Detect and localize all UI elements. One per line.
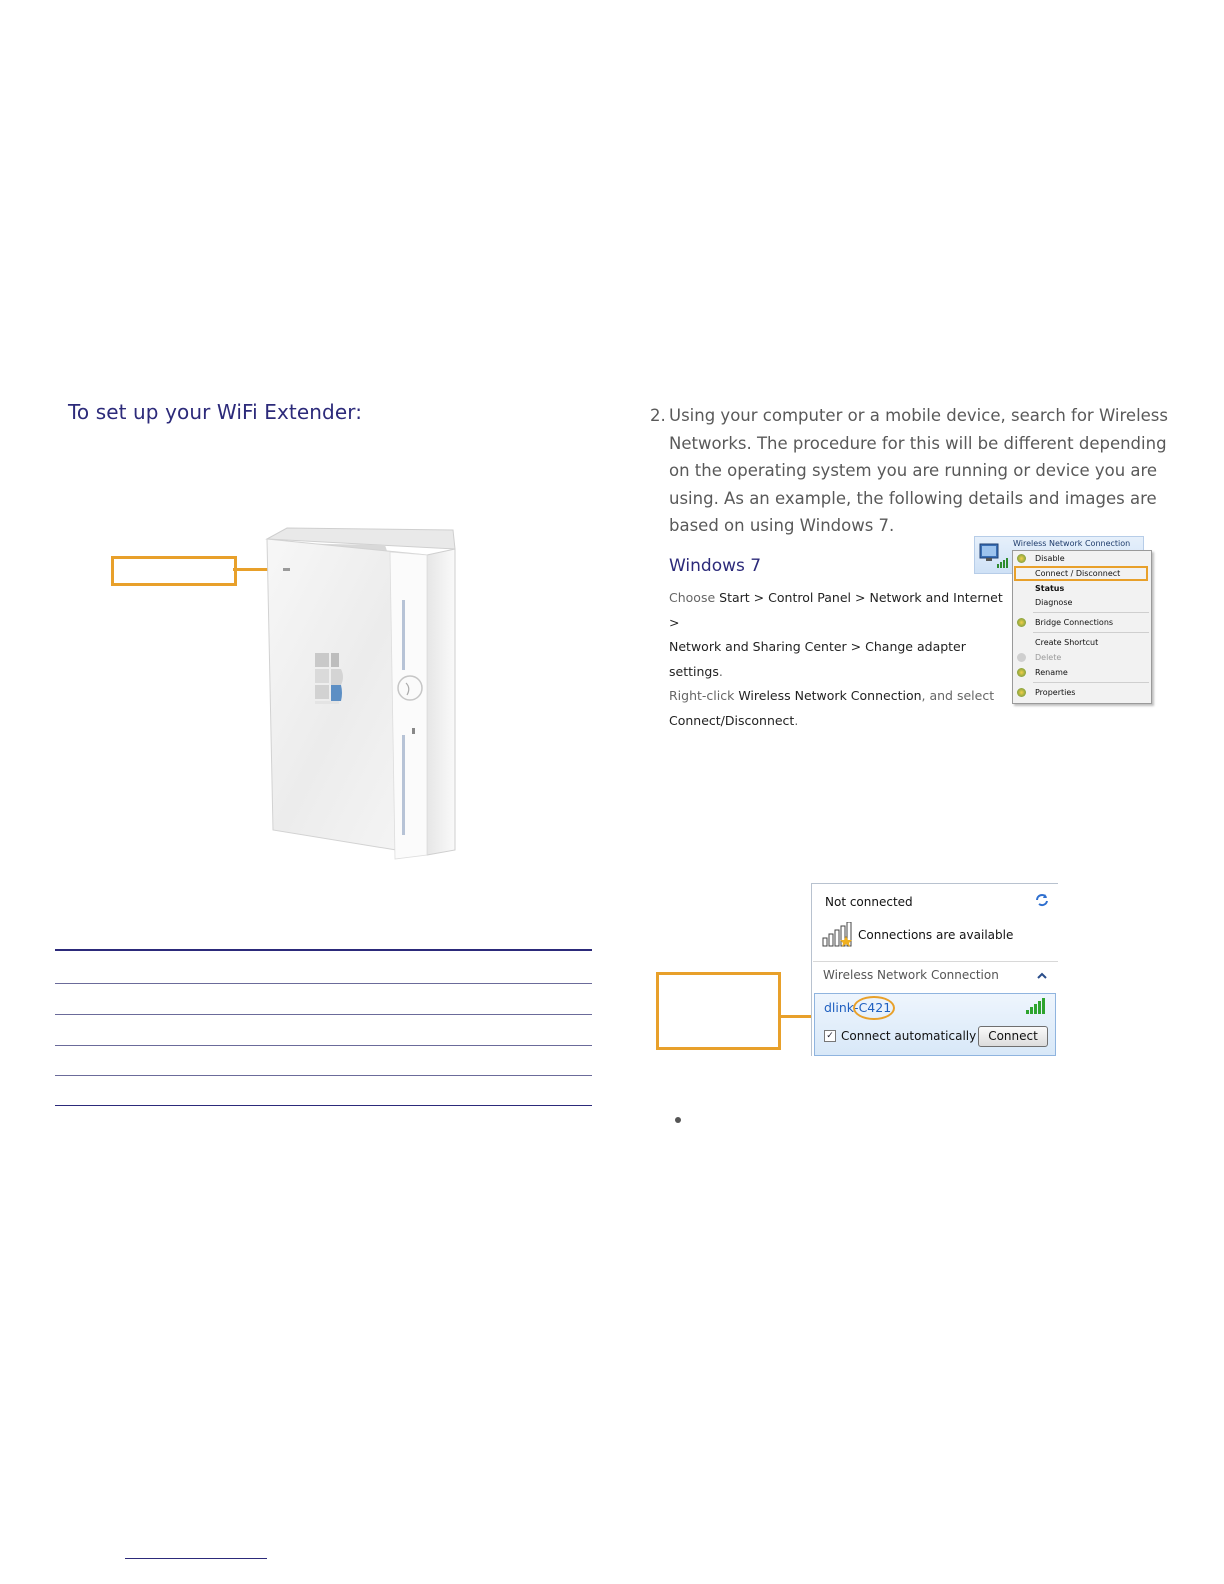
menu-item-properties[interactable]: Properties — [1035, 688, 1076, 697]
instr-sep: > — [669, 614, 680, 630]
instr-text: Choose — [669, 590, 716, 605]
table-row-rule — [55, 1045, 592, 1046]
table-top-rule — [55, 949, 592, 951]
refresh-icon[interactable] — [1034, 892, 1050, 908]
windows-7-instructions: Choose Start > Control Panel > Network a… — [669, 586, 1014, 733]
context-menu-screenshot: Wireless Network Connection Disable Conn… — [974, 536, 1152, 706]
connect-highlight-box — [1014, 566, 1148, 581]
instr-wireless-conn: Wireless Network Connection — [738, 688, 922, 703]
network-popup: Not connected Connections are available … — [811, 883, 1058, 1056]
connect-button[interactable]: Connect — [978, 1026, 1048, 1047]
menu-item-bridge[interactable]: Bridge Connections — [1035, 618, 1114, 627]
windows-7-subheading: Windows 7 — [669, 556, 762, 576]
menu-separator — [1033, 632, 1149, 633]
menu-item-status[interactable]: Status — [1035, 584, 1065, 593]
menu-item-delete: Delete — [1035, 653, 1062, 662]
shield-icon — [1017, 554, 1026, 563]
footnote-rule — [125, 1558, 267, 1559]
instr-connect-disconnect: Connect/Disconnect — [669, 712, 795, 728]
instr-sep: > — [753, 590, 765, 605]
shield-icon — [1017, 653, 1026, 662]
network-adapter-icon — [979, 543, 1008, 568]
not-connected-label: Not connected — [825, 895, 913, 909]
instr-network-sharing: Network and Sharing Center — [669, 639, 847, 654]
ssid-highlight-oval — [853, 996, 895, 1020]
step-2: 2. Using your computer or a mobile devic… — [650, 402, 1170, 540]
connect-automatically-checkbox[interactable]: ✓ — [824, 1030, 836, 1042]
instr-text: Right-click — [669, 688, 735, 703]
table-row-rule — [55, 1014, 592, 1015]
step-text: Using your computer or a mobile device, … — [669, 406, 1168, 535]
connect-automatically-label: Connect automatically — [841, 1029, 977, 1043]
instr-sep: > — [855, 590, 866, 605]
instr-control-panel: Control Panel — [768, 590, 852, 605]
table-bottom-rule — [55, 1105, 592, 1106]
signal-strength-icon — [1026, 998, 1045, 1014]
ssid-prefix: dlink- — [824, 1000, 859, 1015]
instr-sep: > — [850, 639, 862, 654]
led-callout-line — [233, 568, 279, 571]
instr-text: , and select — [921, 688, 995, 703]
section-label: Wireless Network Connection — [823, 968, 999, 982]
instr-network-internet: Network and Internet — [869, 590, 1003, 605]
table-row-rule — [55, 1075, 592, 1076]
instr-text: . — [718, 663, 723, 679]
table-row-rule — [55, 983, 592, 984]
connection-title: Wireless Network Connection — [1013, 539, 1131, 548]
instr-change-adapter: Change adapter settings — [669, 639, 966, 679]
network-list-item[interactable]: dlink-C421 ✓ Connect automatically Conne… — [814, 993, 1056, 1056]
menu-separator — [1033, 682, 1149, 683]
popup-separator — [813, 961, 1058, 962]
menu-item-connect-disconnect[interactable]: Connect / Disconnect — [1035, 569, 1121, 578]
menu-separator — [1033, 612, 1149, 613]
ssid-callout-box — [656, 972, 781, 1050]
step-number: 2. — [650, 406, 666, 425]
menu-item-disable[interactable]: Disable — [1035, 554, 1065, 563]
menu-item-rename[interactable]: Rename — [1035, 668, 1068, 677]
context-menu: Disable Connect / Disconnect Status Diag… — [1012, 550, 1152, 704]
bullet-point — [675, 1117, 681, 1123]
menu-item-diagnose[interactable]: Diagnose — [1035, 598, 1073, 607]
wifi-extender-illustration — [255, 525, 470, 870]
shield-icon — [1017, 618, 1026, 627]
signal-bars-icon — [822, 922, 852, 947]
shield-icon — [1017, 688, 1026, 697]
section-heading: To set up your WiFi Extender: — [68, 400, 363, 424]
chevron-up-icon[interactable] — [1037, 972, 1047, 980]
instr-start: Start — [719, 590, 750, 605]
menu-item-shortcut[interactable]: Create Shortcut — [1035, 638, 1099, 647]
led-callout-box — [111, 556, 237, 586]
instr-text: . — [794, 712, 799, 728]
shield-icon — [1017, 668, 1026, 677]
connections-available-label: Connections are available — [858, 928, 1014, 942]
